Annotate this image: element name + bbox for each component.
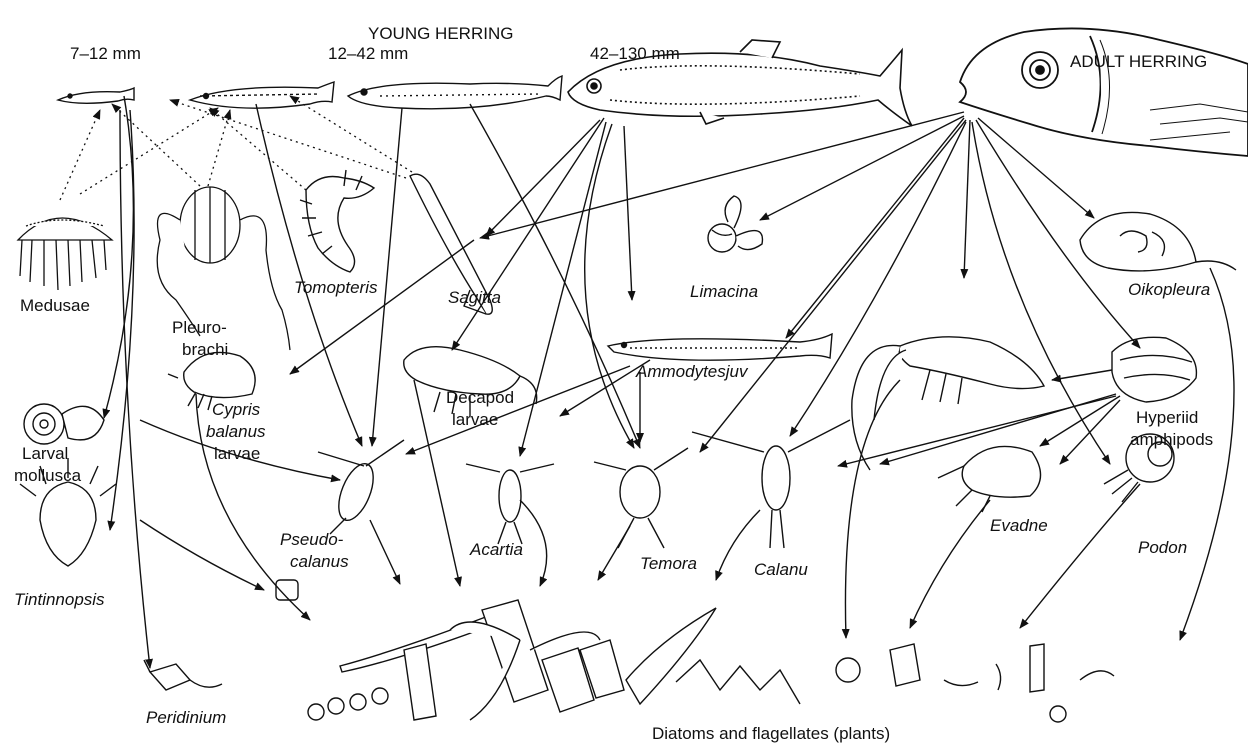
cypris-label-3: larvae (214, 444, 260, 464)
herring-larva-7-12mm (58, 88, 134, 103)
pleurobrachi-label-2: brachi (182, 340, 228, 360)
evadne-label: Evadne (990, 516, 1048, 536)
decapod-label-1: Decapod (446, 388, 514, 408)
cypris-label-2: balanus (206, 422, 266, 442)
tintinnopsis-label: Tintinnopsis (14, 590, 105, 610)
temora-drawing (594, 448, 688, 548)
herring-juvenile-42mm (348, 76, 562, 109)
peridinium-label: Peridinium (146, 708, 226, 728)
peridinium-drawing (144, 660, 222, 690)
pleurobrachi-label-1: Pleuro- (172, 318, 227, 338)
decapod-label-2: larvae (452, 410, 498, 430)
larval-mollusca-label-2: mollusca (14, 466, 81, 486)
sagitta-label: Sagitta (448, 288, 501, 308)
herring-larva-12mm (190, 82, 334, 108)
evadne-drawing (938, 446, 1041, 512)
size-7-12-label: 7–12 mm (70, 44, 141, 64)
medusae-label: Medusae (20, 296, 90, 316)
cypris-label-1: Cypris (212, 400, 260, 420)
size-42-130-label: 42–130 mm (590, 44, 680, 64)
pseudocalanus-label-2: calanus (290, 552, 349, 572)
oikopleura-label: Oikopleura (1128, 280, 1210, 300)
medusae-drawing (18, 218, 112, 290)
podon-label: Podon (1138, 538, 1187, 558)
pseudocalanus-label-1: Pseudo- (280, 530, 343, 550)
acartia-drawing (466, 464, 554, 544)
ammodytes-label: Ammodytesjuv (636, 362, 747, 382)
larval-mollusca-label-1: Larval (22, 444, 68, 464)
tomopteris-drawing (300, 170, 374, 272)
ammodytes-drawing (608, 334, 832, 360)
larval-mollusca-drawing (24, 404, 104, 444)
acartia-label: Acartia (470, 540, 523, 560)
young-herring-title: YOUNG HERRING (368, 24, 513, 44)
hyperiid-drawing (1112, 337, 1196, 402)
limacina-label: Limacina (690, 282, 758, 302)
oikopleura-drawing (1080, 212, 1236, 270)
phytoplankton-drawings (276, 580, 1114, 722)
temora-label: Temora (640, 554, 697, 574)
calanus-drawing (692, 420, 850, 548)
adult-herring-label: ADULT HERRING (1070, 52, 1207, 72)
hyperiid-label-1: Hyperiid (1136, 408, 1198, 428)
tomopteris-label: Tomopteris (294, 278, 377, 298)
pseudocalanus-drawing (318, 440, 404, 534)
diatoms-label: Diatoms and flagellates (plants) (652, 724, 890, 744)
size-12-42-label: 12–42 mm (328, 44, 408, 64)
feeding-arrows-solid (104, 96, 1234, 668)
limacina-drawing (708, 196, 762, 252)
adult-herring-head (960, 28, 1248, 156)
hyperiid-label-2: amphipods (1130, 430, 1213, 450)
calanus-label: Calanu (754, 560, 808, 580)
